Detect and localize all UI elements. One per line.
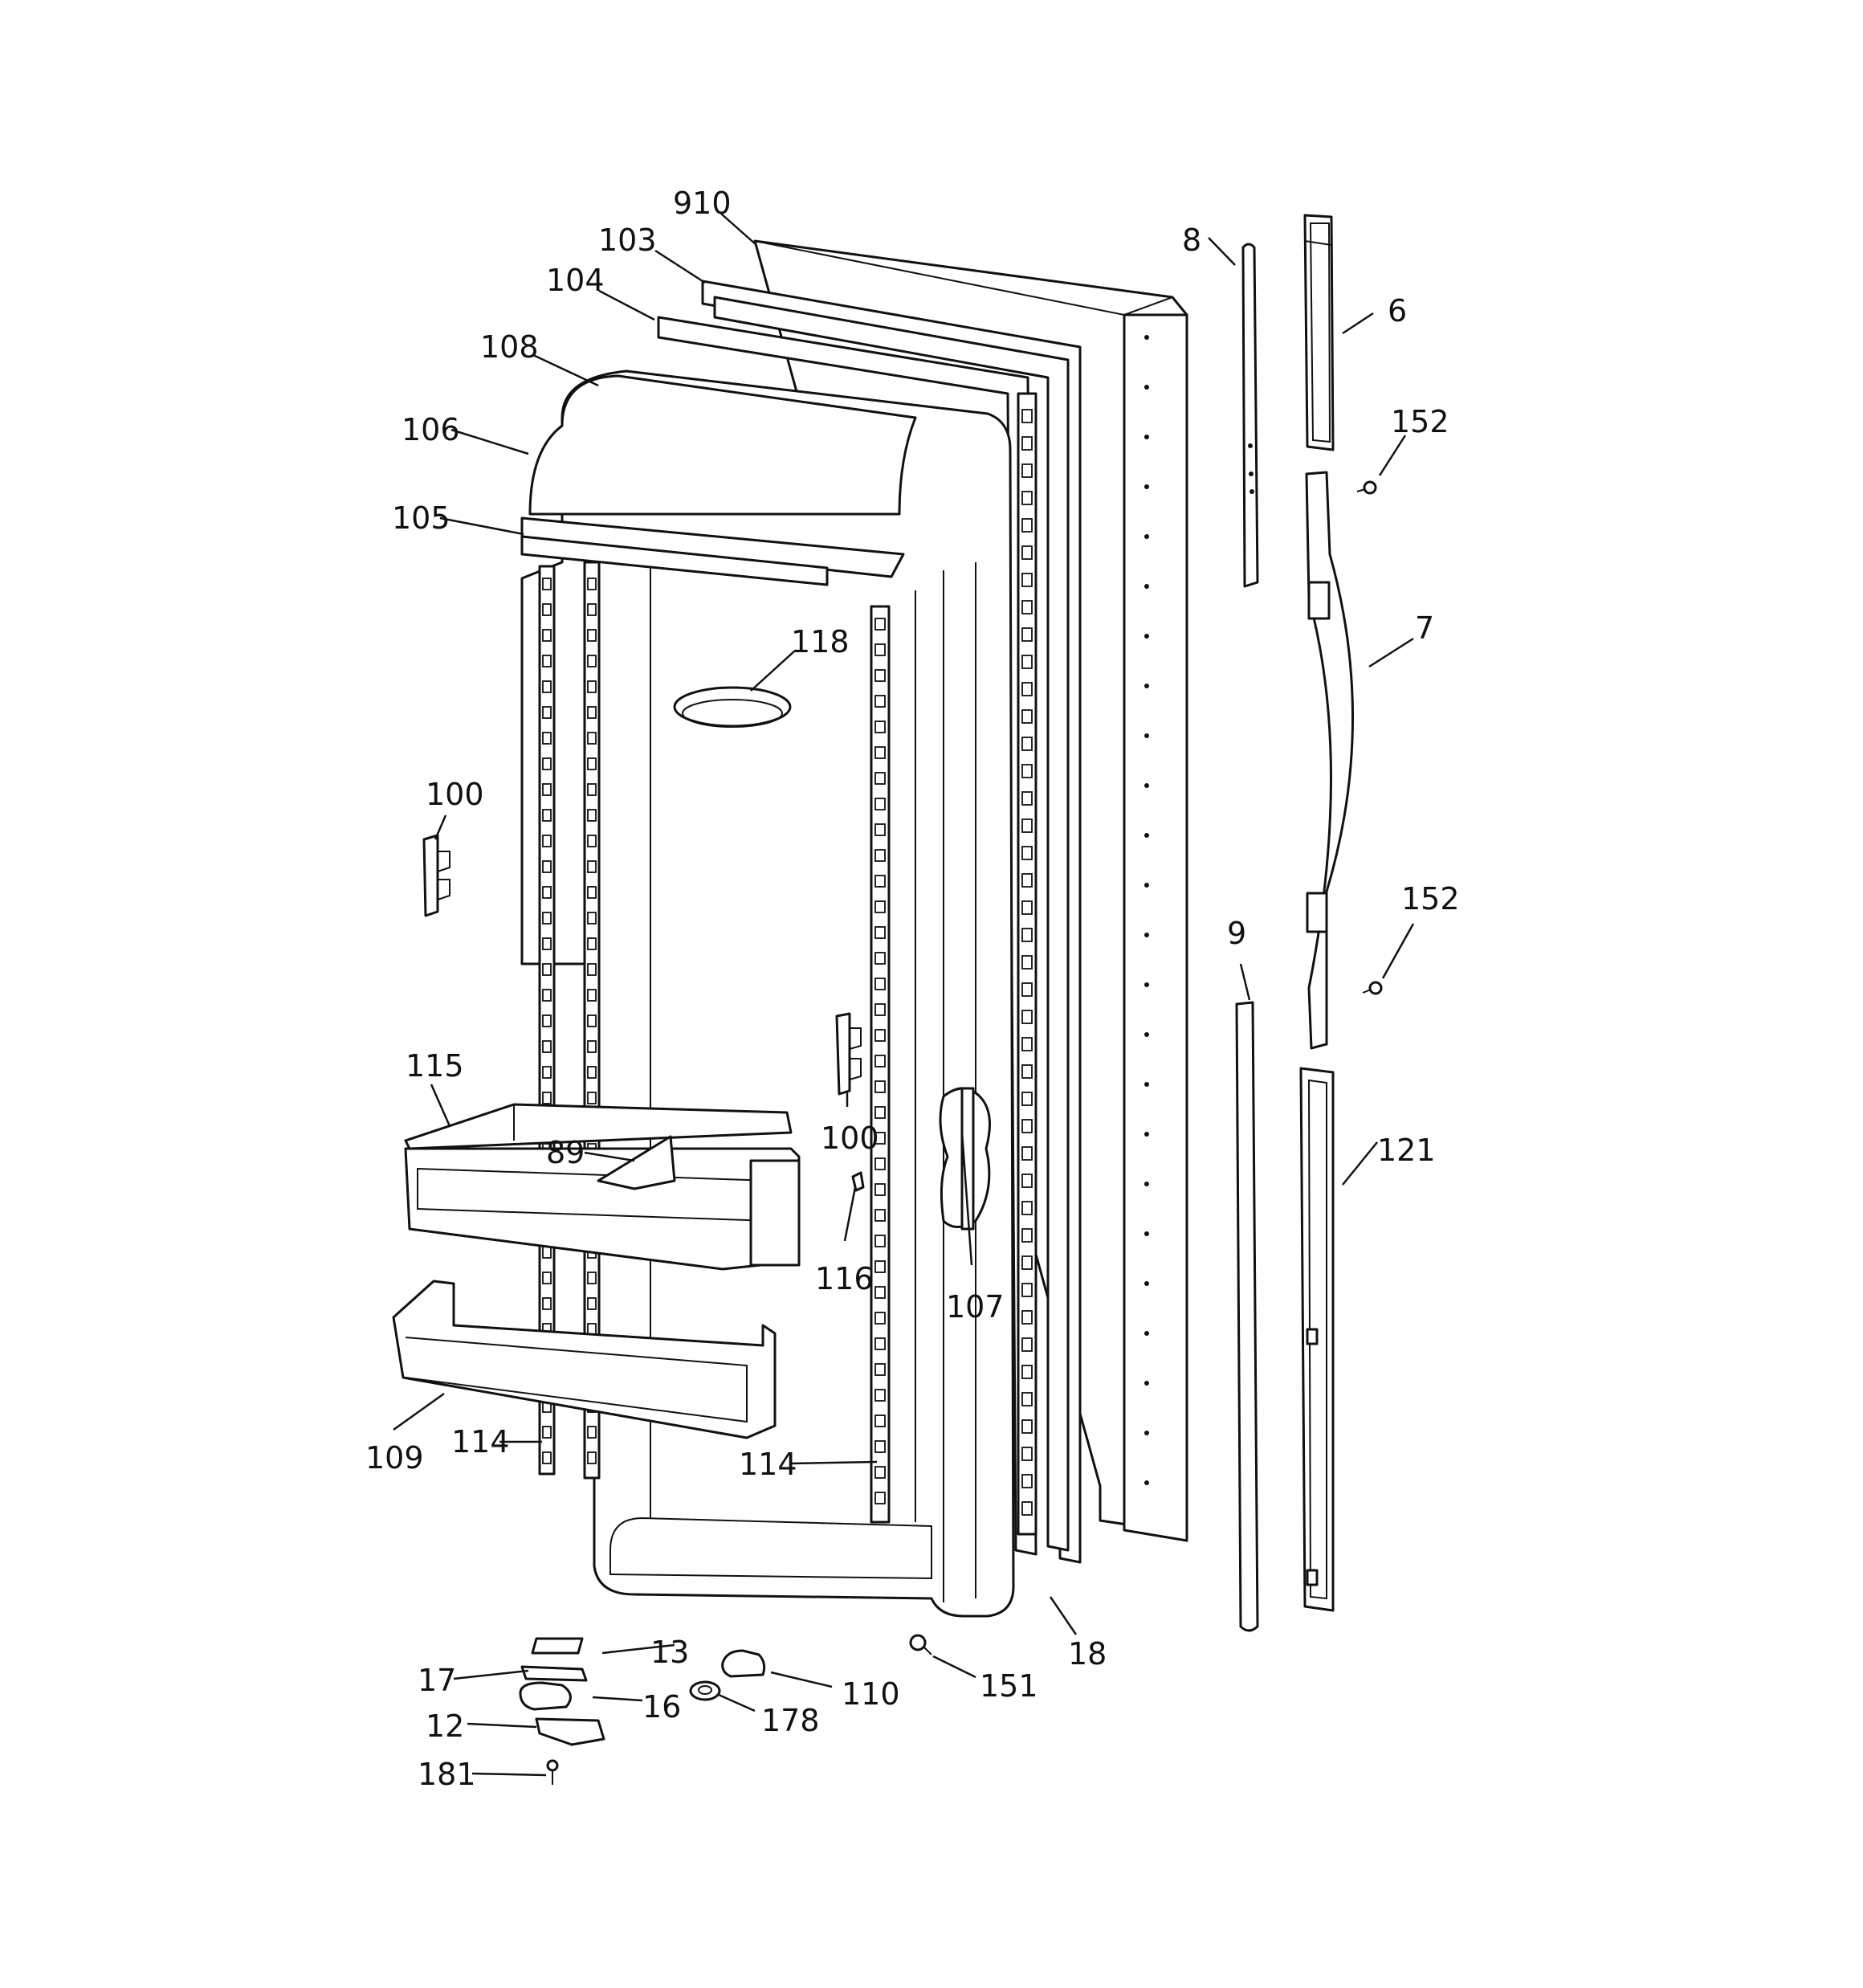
callout-89: 89 [546, 1135, 585, 1170]
shelf-clip [851, 1171, 865, 1192]
callout-109: 109 [365, 1440, 424, 1476]
callout-152-top: 152 [1391, 404, 1449, 439]
butter-tray [673, 686, 792, 728]
shelf-bracket-left [422, 834, 450, 917]
door-stop [721, 1649, 766, 1678]
hinge-shim [531, 1637, 584, 1655]
dairy-compartment-door [520, 374, 917, 586]
shelf-rail-right [870, 605, 891, 1524]
callout-12: 12 [426, 1708, 464, 1744]
callout-181: 181 [418, 1757, 476, 1792]
callout-114-center: 114 [739, 1447, 797, 1482]
callout-7: 7 [1415, 610, 1434, 646]
hinge-bushing [519, 1681, 572, 1711]
callout-110: 110 [842, 1676, 900, 1712]
shelf-bracket-center [835, 1012, 862, 1096]
callout-106: 106 [402, 412, 460, 447]
callout-100-center: 100 [821, 1121, 879, 1156]
callout-114-left: 114 [451, 1424, 510, 1459]
leader-lines [393, 213, 1415, 1777]
callout-910: 910 [673, 186, 732, 221]
callout-121: 121 [1377, 1133, 1436, 1168]
callout-labels: 910 103 104 108 106 105 118 100 115 89 1… [365, 186, 1460, 1792]
callout-151: 151 [980, 1668, 1038, 1704]
callout-105: 105 [392, 500, 450, 536]
door-handle [1305, 471, 1355, 1050]
callout-115: 115 [406, 1048, 464, 1084]
door-gasket [657, 280, 1082, 1564]
hinge-washer [520, 1665, 588, 1682]
callout-9: 9 [1227, 916, 1246, 951]
callout-107: 107 [946, 1289, 1005, 1325]
callout-8: 8 [1182, 222, 1201, 258]
handle-cap-top [1303, 214, 1335, 451]
callout-118: 118 [791, 624, 850, 659]
liner-screw [909, 1634, 932, 1655]
door-bin-upper [404, 1103, 801, 1271]
hinge-screw [546, 1759, 559, 1785]
handle-cap-bottom [1299, 1067, 1335, 1612]
cam-washer [689, 1680, 721, 1701]
handle-trim-bottom [1235, 1001, 1259, 1632]
callout-108: 108 [480, 329, 539, 365]
handle-screw-top [1356, 480, 1377, 495]
handle-screw-bottom [1362, 981, 1383, 995]
gasket-hinge-strip [1017, 392, 1037, 1536]
door-cutaway-insulation [939, 1087, 991, 1231]
door-liner [520, 369, 1015, 1618]
callout-103: 103 [598, 222, 657, 258]
callout-116: 116 [815, 1261, 874, 1296]
hinge-bracket [535, 1717, 605, 1746]
callout-100-left: 100 [426, 777, 484, 812]
callout-152-bottom: 152 [1401, 881, 1460, 916]
callout-104: 104 [546, 263, 605, 298]
door-bin-lower [392, 1280, 777, 1439]
callout-17: 17 [418, 1663, 456, 1698]
callout-13: 13 [650, 1635, 689, 1670]
callout-18: 18 [1068, 1636, 1107, 1672]
callout-178: 178 [761, 1703, 820, 1738]
handle-trim-top [1241, 243, 1259, 588]
callout-6: 6 [1388, 293, 1407, 329]
callout-16: 16 [642, 1689, 681, 1725]
